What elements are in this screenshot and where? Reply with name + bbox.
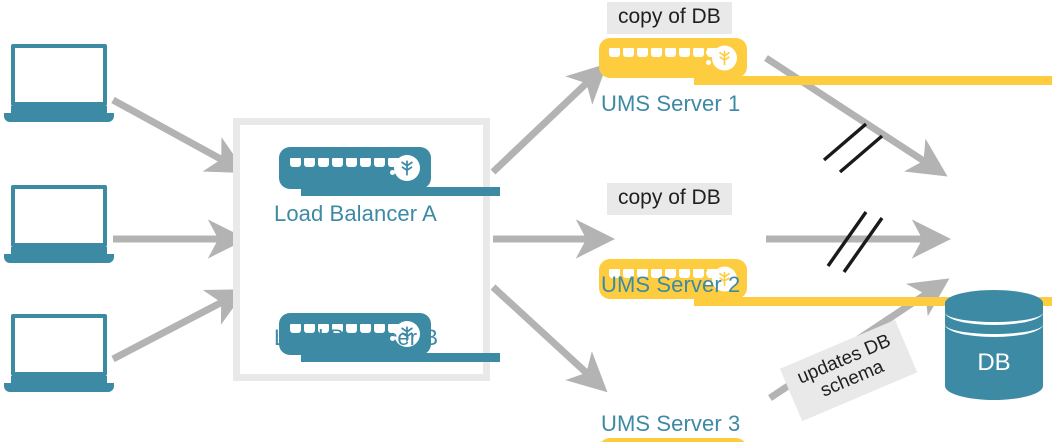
load-balancer-a[interactable] <box>279 147 522 196</box>
appliance-foot <box>693 76 1052 85</box>
edge-lb-to-server3 <box>490 284 608 393</box>
vendor-logo-icon <box>711 45 737 71</box>
ums-server-1-label: UMS Server 1 <box>601 91 741 116</box>
load-balancer-group[interactable]: Load Balancer A <box>233 118 501 381</box>
server-icon <box>599 438 747 442</box>
laptop-screen <box>11 44 107 106</box>
vendor-logo-icon <box>394 155 421 181</box>
ums-server-3-label: UMS Server 3 <box>601 411 741 436</box>
client-laptop-2[interactable] <box>4 185 114 263</box>
load-balancer-icon <box>279 147 431 189</box>
broken-link-marker-server1-db <box>822 122 884 174</box>
laptop-base <box>4 254 114 263</box>
vendor-logo-icon <box>711 266 737 292</box>
laptop-screen <box>11 314 107 376</box>
client-laptop-3[interactable] <box>4 314 114 392</box>
load-balancer-a-label: Load Balancer A <box>274 201 437 226</box>
server-2-tag: copy of DB <box>607 183 732 215</box>
edge-client3-to-lb <box>111 289 247 363</box>
server-1-tag: copy of DB <box>607 2 732 34</box>
edge-client1-to-lb <box>111 96 247 174</box>
client-laptop-1[interactable] <box>4 44 114 122</box>
ums-server-2-label: UMS Server 2 <box>601 272 741 297</box>
db-ring-2 <box>945 312 1043 337</box>
server-icon <box>599 38 747 78</box>
port-strip <box>609 48 719 58</box>
status-dots <box>389 159 395 175</box>
ums-server-2[interactable] <box>599 259 1052 306</box>
status-dots <box>706 50 712 65</box>
server-icon <box>599 259 747 299</box>
load-balancer-b[interactable] <box>279 313 522 362</box>
laptop-base <box>4 113 114 122</box>
broken-link-marker-server2-db <box>826 211 884 273</box>
laptop-hinge <box>11 376 107 383</box>
edge-server1-to-db <box>764 55 948 177</box>
laptop-screen <box>11 185 107 247</box>
edge-lb-to-server1 <box>490 63 608 175</box>
ums-server-1[interactable] <box>599 38 1052 85</box>
database-node[interactable]: DB <box>945 290 1043 400</box>
laptop-hinge <box>11 106 107 113</box>
ums-server-3[interactable] <box>599 438 1052 442</box>
status-dots <box>389 325 395 341</box>
laptop-base <box>4 383 114 392</box>
load-balancer-icon <box>279 313 431 355</box>
database-label: DB <box>977 349 1011 377</box>
vendor-logo-icon <box>394 321 421 347</box>
laptop-hinge <box>11 247 107 254</box>
status-dots <box>706 271 712 286</box>
appliance-foot <box>693 297 1052 306</box>
port-strip <box>289 157 399 167</box>
appliance-foot <box>300 187 501 196</box>
load-balancer-b-label: Load Balancer B <box>274 325 439 350</box>
appliance-foot <box>300 353 501 362</box>
